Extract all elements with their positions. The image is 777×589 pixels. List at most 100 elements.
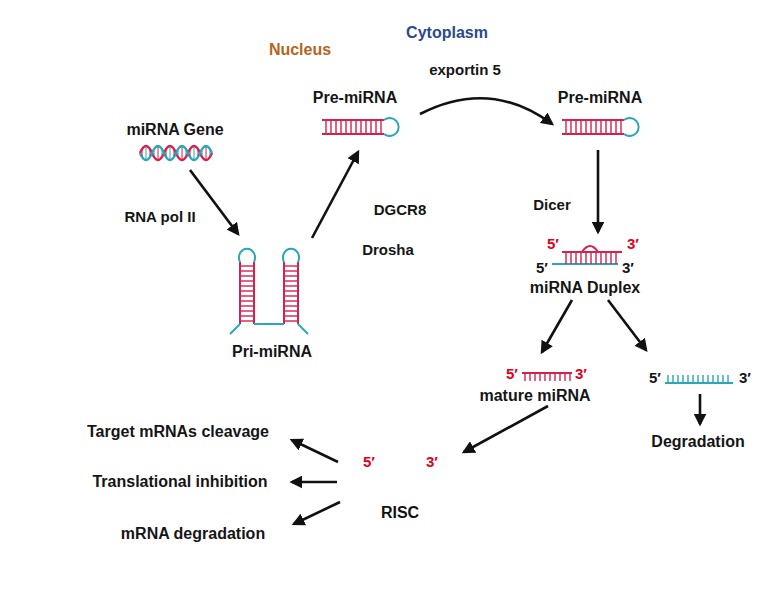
- stroke: [154, 150, 155, 156]
- node-label: DGCR8: [374, 202, 427, 219]
- stroke: [325, 120, 326, 134]
- stroke: [585, 120, 586, 134]
- stroke: [340, 120, 341, 134]
- complex-circle: 5′3′RISC: [338, 416, 462, 540]
- strand-end-label: 3′: [575, 366, 587, 383]
- stroke: [570, 120, 571, 134]
- stage-label: Target mRNAs cleavage: [87, 423, 269, 441]
- stage-label: Pre-miRNA: [558, 89, 642, 107]
- stroke: [174, 150, 175, 156]
- stage-label: Degradation: [651, 433, 744, 451]
- molecule-drawings: [140, 118, 733, 383]
- stroke: [722, 375, 723, 383]
- stroke: [667, 375, 668, 383]
- stroke: [284, 310, 298, 311]
- stroke: [380, 120, 381, 134]
- shape-fill: [410, 42, 520, 98]
- stroke: [170, 147, 171, 159]
- stroke: [240, 310, 254, 311]
- stroke: [397, 456, 398, 466]
- stroke: [284, 320, 298, 321]
- stroke: [240, 295, 254, 296]
- stage-label: mature miRNA: [479, 387, 590, 405]
- stroke: [240, 275, 254, 276]
- node-label: Nucleus: [269, 41, 331, 59]
- hairpin-loop: [384, 118, 399, 136]
- stroke: [565, 120, 566, 134]
- dna-strand: [140, 146, 212, 160]
- enzyme-ellipse: RNA pol II: [110, 186, 210, 248]
- shape-fill: [358, 183, 442, 237]
- dna-strand: [140, 146, 212, 160]
- node-label: exportin 5: [429, 62, 501, 79]
- stroke: [605, 120, 606, 134]
- strand-end-label: 5′: [506, 366, 518, 383]
- arrow: [597, 150, 600, 232]
- stroke: [142, 150, 143, 156]
- stroke: [565, 252, 566, 264]
- stroke: [600, 120, 601, 134]
- stroke: [569, 373, 570, 381]
- stroke: [600, 252, 601, 264]
- stroke: [717, 375, 718, 383]
- stroke: [605, 252, 606, 264]
- stroke: [284, 305, 298, 306]
- shape-fill: [111, 187, 209, 247]
- arrow: [190, 170, 238, 234]
- stroke: [712, 375, 713, 383]
- stroke: [554, 373, 555, 381]
- stroke: [178, 150, 179, 156]
- shape-fill: [347, 223, 429, 277]
- strand-end-label: 3′: [627, 236, 639, 253]
- stroke: [254, 323, 284, 325]
- stroke: [350, 120, 351, 134]
- stroke: [692, 375, 693, 383]
- stroke: [230, 324, 240, 334]
- stroke: [417, 456, 418, 466]
- protein-ellipse: DGCR8: [357, 182, 443, 238]
- stroke: [564, 373, 565, 381]
- enzyme-ellipse: Dicer: [508, 176, 596, 234]
- stroke: [284, 270, 298, 271]
- transporter-ellipse: exportin 5: [409, 41, 521, 99]
- stroke: [392, 456, 393, 466]
- stroke: [375, 120, 376, 134]
- stroke: [620, 120, 621, 134]
- stroke: [575, 252, 576, 264]
- stroke: [284, 315, 298, 316]
- stroke: [585, 252, 586, 264]
- stroke: [382, 456, 383, 466]
- stroke: [240, 280, 254, 281]
- arrow: [292, 440, 338, 462]
- stroke: [580, 120, 581, 134]
- node-label: Dicer: [533, 197, 571, 214]
- stroke: [330, 120, 331, 134]
- hairpin-loop: [239, 249, 255, 262]
- stroke: [677, 375, 678, 383]
- nuclear-envelope: [85, 35, 465, 415]
- stage-label: miRNA Gene: [126, 121, 223, 139]
- stroke: [194, 147, 195, 159]
- stroke: [534, 373, 535, 381]
- node-label: Cytoplasm: [406, 24, 488, 42]
- stroke: [186, 150, 187, 156]
- process-arrows: [190, 98, 700, 524]
- arrow: [608, 300, 646, 350]
- stroke: [524, 373, 525, 381]
- arrow: [312, 152, 358, 238]
- enzyme-ellipse: Drosha: [346, 222, 430, 278]
- stroke: [210, 150, 211, 156]
- stroke: [284, 265, 298, 266]
- stroke: [240, 300, 254, 301]
- stroke: [570, 252, 571, 264]
- stroke: [284, 290, 298, 291]
- stroke: [615, 120, 616, 134]
- stroke: [298, 324, 308, 334]
- stroke: [365, 120, 366, 134]
- stroke: [529, 373, 530, 381]
- mirna-band: [378, 451, 424, 471]
- stroke: [610, 120, 611, 134]
